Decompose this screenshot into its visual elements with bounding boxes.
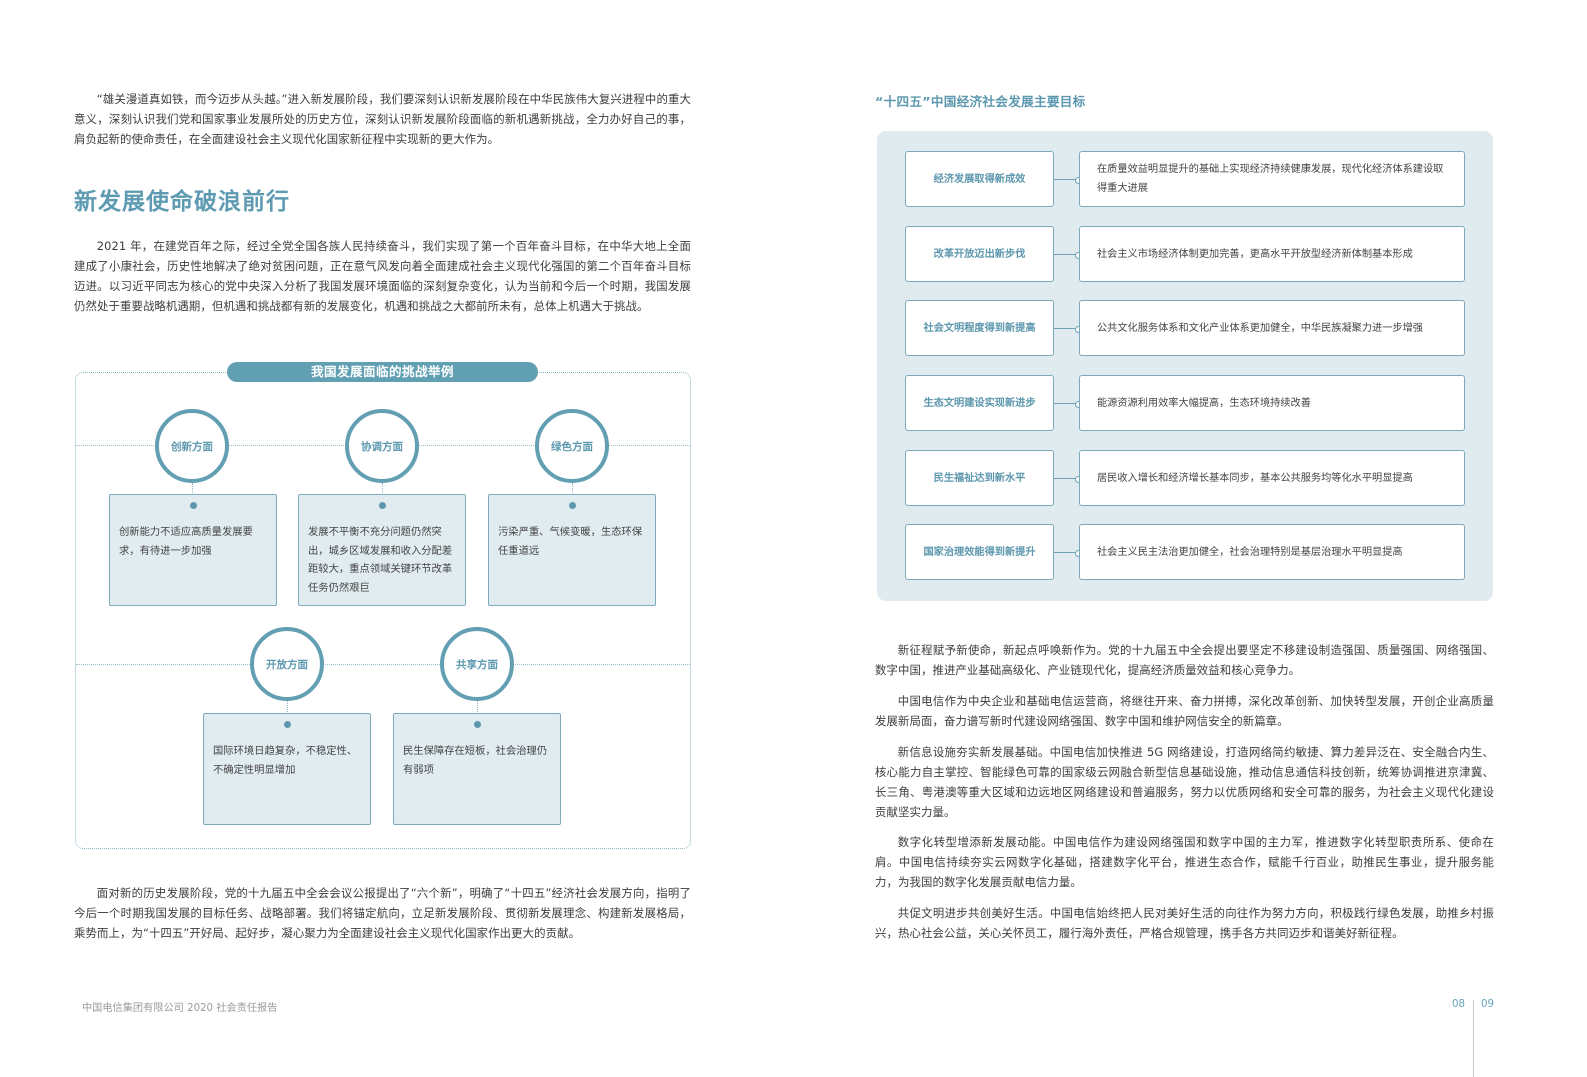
challenge-description: 发展不平衡不充分问题仍然突出，城乡区域发展和收入分配差距较大，重点领域关键环节改… — [308, 526, 453, 594]
goal-description-text: 在质量效益明显提升的基础上实现经济持续健康发展，现代化经济体系建设取得重大进展 — [1097, 164, 1444, 194]
challenge-card-coordination: 发展不平衡不充分问题仍然突出，城乡区域发展和收入分配差距较大，重点领域关键环节改… — [298, 494, 466, 606]
page-number-right: 09 — [1481, 999, 1494, 1010]
goal-label-reform: 改革开放迈出新步伐 — [905, 226, 1054, 282]
bullet-dot-icon — [473, 721, 481, 728]
goal-connector — [1054, 325, 1082, 333]
report-footer: 中国电信集团有限公司 2020 社会责任报告 — [82, 1003, 278, 1014]
connector-line — [572, 483, 573, 495]
challenge-description: 民生保障存在短板，社会治理仍有弱项 — [403, 745, 548, 776]
goal-description-text: 社会主义市场经济体制更加完善，更高水平开放型经济新体制基本形成 — [1097, 248, 1413, 260]
goal-description-governance: 社会主义民主法治更加健全，社会治理特别是基层治理水平明显提高 — [1079, 524, 1465, 580]
goal-label-civilization: 社会文明程度得到新提高 — [905, 300, 1054, 356]
challenge-diagram-title: 我国发展面临的挑战举例 — [227, 362, 538, 382]
challenge-card-sharing: 民生保障存在短板，社会治理仍有弱项 — [393, 713, 561, 825]
bullet-dot-icon — [283, 721, 291, 728]
paragraph-2021: 2021 年，在建党百年之际，经过全党全国各族人民持续奋斗，我们实现了第一个百年… — [74, 239, 691, 313]
challenge-card-innovation: 创新能力不适应高质量发展要求，有待进一步加强 — [109, 494, 277, 606]
goal-description-ecology: 能源资源利用效率大幅提高，生态环境持续改善 — [1079, 375, 1465, 431]
aspect-label: 协调方面 — [361, 440, 403, 453]
challenge-description: 国际环境日趋复杂，不稳定性、不确定性明显增加 — [213, 745, 358, 776]
goal-connector — [1054, 549, 1082, 557]
goal-connector — [1054, 400, 1082, 408]
connector-line — [382, 483, 383, 495]
bullet-dot-icon — [568, 502, 576, 509]
aspect-circle-green: 绿色方面 — [535, 409, 609, 483]
body-paragraph-1: 新征程赋予新使命，新起点呼唤新作为。党的十九届五中全会提出要坚定不移建设制造强国… — [875, 643, 1494, 677]
challenge-card-openness: 国际环境日趋复杂，不稳定性、不确定性明显增加 — [203, 713, 371, 825]
aspect-label: 绿色方面 — [551, 440, 593, 453]
page-number-left: 08 — [1452, 999, 1465, 1010]
goals-title: “十四五”中国经济社会发展主要目标 — [875, 94, 1086, 109]
goal-description-text: 能源资源利用效率大幅提高，生态环境持续改善 — [1097, 397, 1311, 409]
goal-label-ecology: 生态文明建设实现新进步 — [905, 375, 1054, 431]
bullet-dot-icon — [189, 502, 197, 509]
goal-description-economy: 在质量效益明显提升的基础上实现经济持续健康发展，现代化经济体系建设取得重大进展 — [1079, 151, 1465, 207]
aspect-label: 共享方面 — [456, 658, 498, 671]
goal-description-text: 居民收入增长和经济增长基本同步，基本公共服务均等化水平明显提高 — [1097, 472, 1413, 484]
closing-paragraph: 面对新的历史发展阶段，党的十九届五中全会会议公报提出了“六个新”，明确了“十四五… — [74, 886, 691, 940]
goal-description-wellbeing: 居民收入增长和经济增长基本同步，基本公共服务均等化水平明显提高 — [1079, 450, 1465, 506]
goal-connector — [1054, 176, 1082, 184]
body-paragraph-3: 新信息设施夯实新发展基础。中国电信加快推进 5G 网络建设，打造网络简约敏捷、算… — [875, 745, 1494, 819]
section-title: 新发展使命破浪前行 — [74, 189, 290, 215]
goal-description-text: 公共文化服务体系和文化产业体系更加健全，中华民族凝聚力进一步增强 — [1097, 322, 1423, 334]
body-paragraph-5: 共促文明进步共创美好生活。中国电信始终把人民对美好生活的向往作为努力方向，积极践… — [875, 906, 1494, 940]
goal-label-wellbeing: 民生福祉达到新水平 — [905, 450, 1054, 506]
goal-label-governance: 国家治理效能得到新提升 — [905, 524, 1054, 580]
page-number-divider — [1473, 1000, 1474, 1077]
body-paragraph-2: 中国电信作为中央企业和基础电信运营商，将继往开来、奋力拼搏，深化改革创新、加快转… — [875, 694, 1494, 728]
aspect-label: 创新方面 — [171, 440, 213, 453]
body-paragraph-4: 数字化转型增添新发展动能。中国电信作为建设网络强国和数字中国的主力军，推进数字化… — [875, 835, 1494, 889]
goal-label-economy: 经济发展取得新成效 — [905, 151, 1054, 207]
aspect-circle-coordination: 协调方面 — [345, 409, 419, 483]
aspect-circle-openness: 开放方面 — [250, 627, 324, 701]
aspect-circle-sharing: 共享方面 — [440, 627, 514, 701]
bullet-dot-icon — [378, 502, 386, 509]
connector-line — [477, 701, 478, 714]
challenge-description: 创新能力不适应高质量发展要求，有待进一步加强 — [119, 526, 253, 557]
goal-description-civilization: 公共文化服务体系和文化产业体系更加健全，中华民族凝聚力进一步增强 — [1079, 300, 1465, 356]
goal-description-reform: 社会主义市场经济体制更加完善，更高水平开放型经济新体制基本形成 — [1079, 226, 1465, 282]
goals-panel — [877, 131, 1493, 601]
challenge-description: 污染严重、气候变暖，生态环保任重道远 — [498, 526, 643, 557]
row-2-dotted-line — [76, 664, 690, 665]
aspect-circle-innovation: 创新方面 — [155, 409, 229, 483]
goal-description-text: 社会主义民主法治更加健全，社会治理特别是基层治理水平明显提高 — [1097, 546, 1403, 558]
aspect-label: 开放方面 — [266, 658, 308, 671]
goal-connector — [1054, 251, 1082, 259]
connector-line — [192, 483, 193, 495]
goal-connector — [1054, 475, 1082, 483]
intro-paragraph: “雄关漫道真如铁，而今迈步从头越。”进入新发展阶段，我们要深刻认识新发展阶段在中… — [74, 92, 691, 146]
challenge-card-green: 污染严重、气候变暖，生态环保任重道远 — [488, 494, 656, 606]
connector-line — [287, 701, 288, 714]
